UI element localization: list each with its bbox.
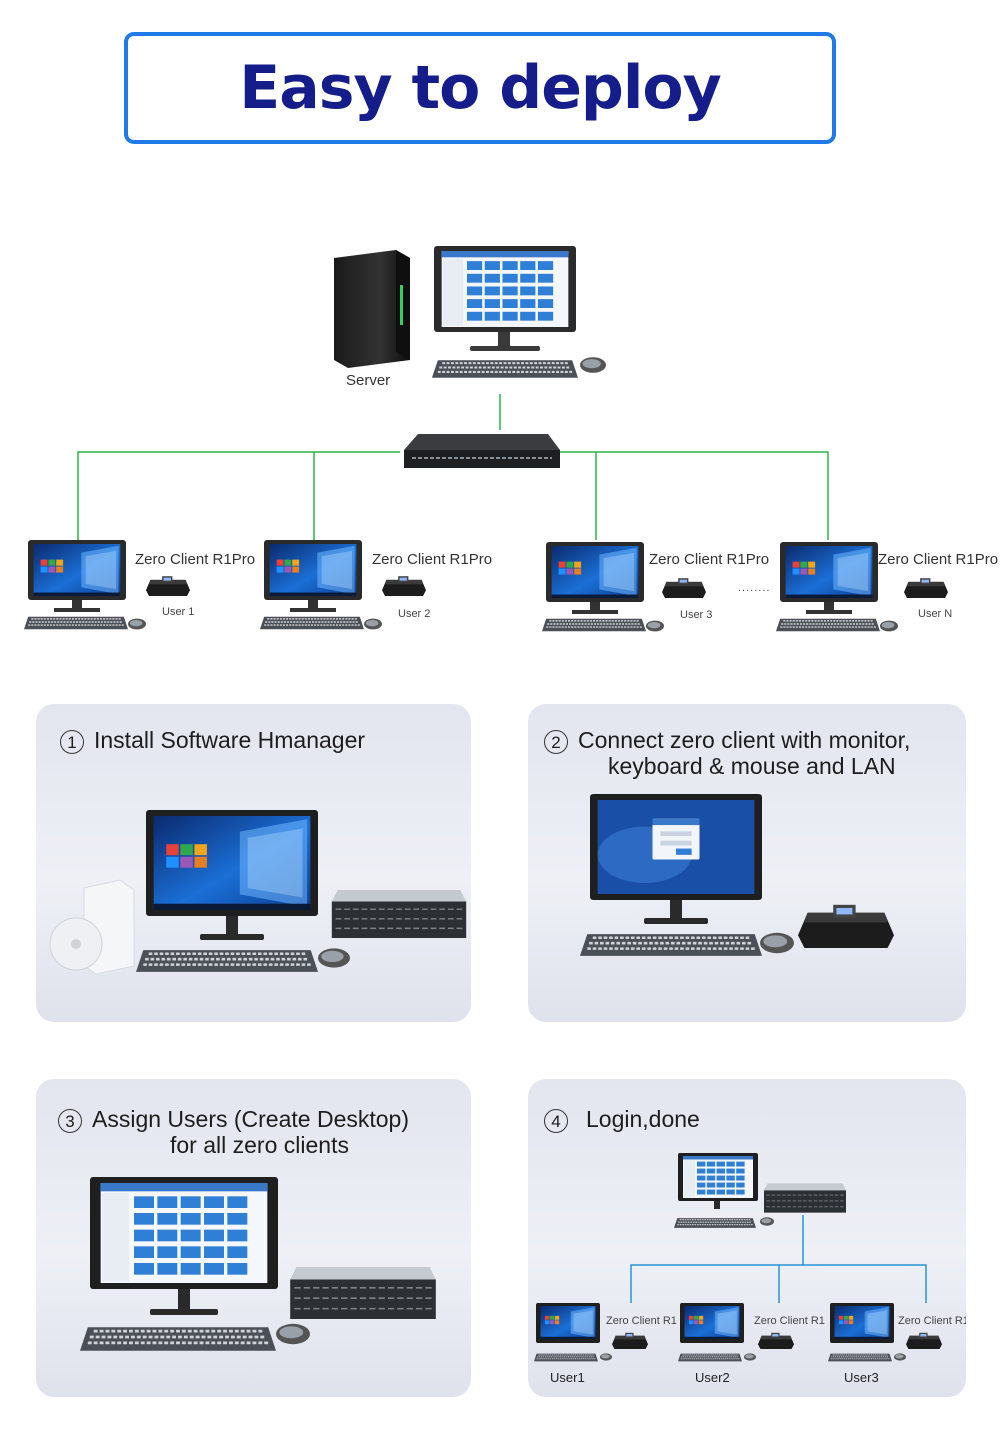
step-1-illustration <box>49 810 467 975</box>
step-3-illustration <box>80 1177 437 1353</box>
rack-server-icon <box>289 1267 437 1319</box>
monitor-icon <box>590 794 762 924</box>
step-3-title-line1: Assign Users (Create Desktop) <box>92 1106 409 1132</box>
monitor-icon <box>146 810 318 940</box>
server-monitor-icon <box>678 1153 758 1209</box>
client-1-user-label: User 1 <box>162 606 195 618</box>
client-2-user-label: User 2 <box>398 608 431 620</box>
client-workstation-1 <box>24 540 190 630</box>
step-2-title-line2: keyboard & mouse and LAN <box>608 752 896 779</box>
server-keyboard-icon <box>432 358 578 380</box>
mouse-icon <box>276 1323 310 1345</box>
step-2-title-line1: Connect zero client with monitor, <box>578 727 911 753</box>
step-1-title-text: Install Software Hmanager <box>94 727 366 753</box>
keyboard-icon <box>80 1325 276 1353</box>
login-client-3-user-label: User3 <box>844 1370 879 1385</box>
server-mouse-icon <box>760 1217 774 1226</box>
server-keyboard-icon <box>674 1217 756 1229</box>
keyboard-icon <box>136 948 318 974</box>
server-mouse-icon <box>580 357 606 373</box>
step-2-illustration <box>580 794 894 958</box>
login-client-1-user-label: User1 <box>550 1370 585 1385</box>
step-1-panel: 1 Install Software Hmanager <box>36 704 471 1022</box>
login-client-2-device-label: Zero Client R1 <box>754 1315 825 1327</box>
client-workstation-2 <box>260 540 426 630</box>
client-3-user-label: User 3 <box>680 609 713 621</box>
client-1-device-label: Zero Client R1Pro <box>135 551 256 568</box>
client-workstation-n <box>776 542 948 632</box>
mouse-icon <box>760 932 794 954</box>
step-4-number: 4 <box>544 1108 568 1133</box>
step-4-title-text: Login,done <box>586 1106 700 1132</box>
client-3-device-label: Zero Client R1Pro <box>649 551 770 568</box>
login-client-3 <box>828 1303 942 1362</box>
blue-links <box>630 1215 927 1303</box>
client-workstation-3 <box>542 542 706 632</box>
step-4-illustration <box>534 1153 942 1362</box>
login-client-2 <box>678 1303 794 1362</box>
login-client-1 <box>534 1303 648 1362</box>
client-n-user-label: User N <box>918 608 953 620</box>
rack-server-icon <box>331 890 467 938</box>
mouse-icon <box>318 948 350 968</box>
step-1-title: 1 Install Software Hmanager <box>60 728 365 754</box>
step-4-panel: 4 Login,done <box>528 1079 966 1397</box>
server-label: Server <box>346 372 391 389</box>
login-client-1-device-label: Zero Client R1 <box>606 1315 677 1327</box>
page-title: Easy to deploy <box>239 53 721 123</box>
keyboard-icon <box>580 932 762 958</box>
server-monitor-icon <box>434 246 576 351</box>
title-banner: Easy to deploy <box>124 32 836 144</box>
client-2-device-label: Zero Client R1Pro <box>372 551 493 568</box>
login-client-2-user-label: User2 <box>695 1370 730 1385</box>
network-links <box>77 394 829 540</box>
login-client-3-device-label: Zero Client R1 <box>898 1315 966 1327</box>
rack-server-icon <box>764 1183 846 1213</box>
network-switch-icon <box>404 434 560 468</box>
zero-client-icon <box>798 904 894 948</box>
software-box-icon <box>49 879 135 975</box>
step-1-number: 1 <box>60 729 84 754</box>
step-3-title-line2: for all zero clients <box>170 1131 349 1158</box>
step-4-title: 4 Login,done <box>544 1107 700 1133</box>
server-tower-icon <box>334 250 410 368</box>
monitor-icon <box>90 1177 278 1315</box>
network-topology <box>24 246 948 632</box>
client-n-device-label: Zero Client R1Pro <box>878 551 999 568</box>
ellipsis: ........ <box>738 582 771 594</box>
